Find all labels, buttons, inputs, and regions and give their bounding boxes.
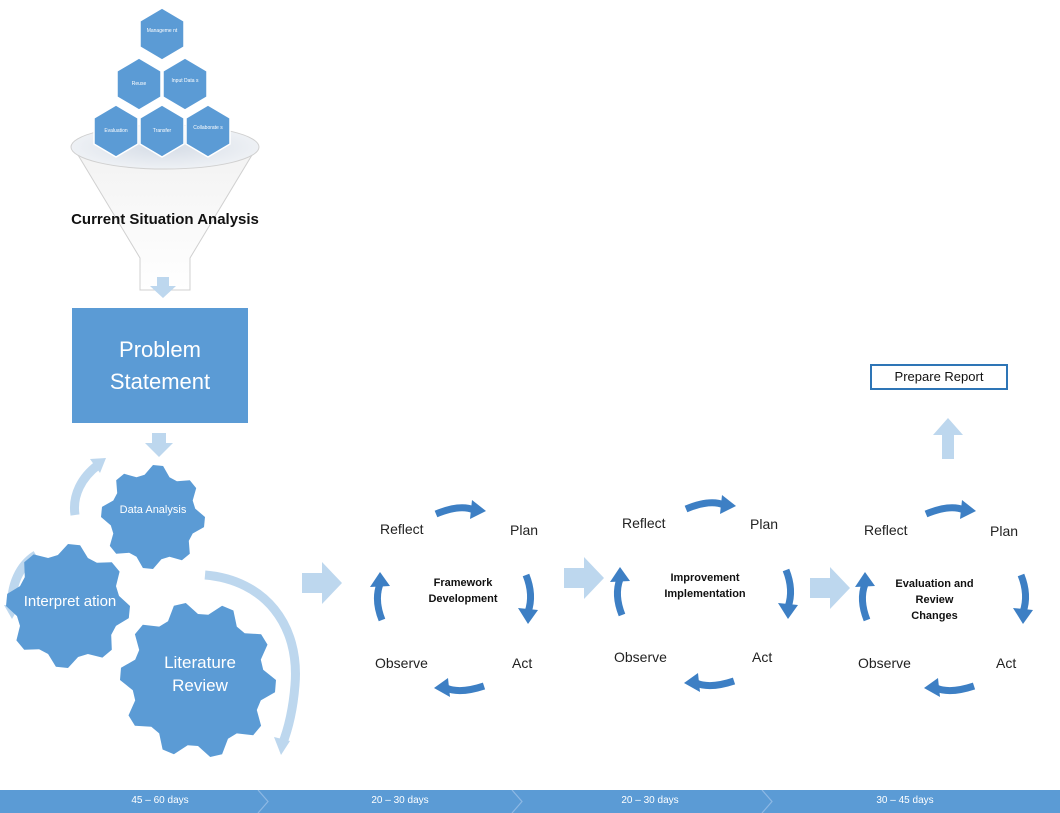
cycle-label-plan: Plan xyxy=(750,516,779,532)
cycle-arrow-head xyxy=(720,495,736,514)
cycle-center-label: Improvement Implementation xyxy=(664,572,746,600)
curved-arrow-head xyxy=(274,737,290,755)
cycle-label-act: Act xyxy=(996,655,1017,671)
timeline-segment-label: 45 – 60 days xyxy=(131,795,189,806)
hexagon-label: Input Data s xyxy=(171,78,199,84)
cycle-label-reflect: Reflect xyxy=(864,522,908,538)
timeline-segment-label: 20 – 30 days xyxy=(371,795,429,806)
hexagon xyxy=(93,104,139,158)
cycle-arrows xyxy=(610,495,798,692)
cycle-arrow-head xyxy=(470,500,486,519)
cycle-label-reflect: Reflect xyxy=(380,521,424,537)
down-arrow-icon xyxy=(145,433,173,457)
cycle-arrow xyxy=(694,677,736,690)
hexagon-cluster xyxy=(93,7,231,158)
hexagon xyxy=(116,57,162,111)
gears-graphic xyxy=(4,433,300,757)
cycle-arrow xyxy=(684,499,726,513)
cycle-label-reflect: Reflect xyxy=(622,515,666,531)
cycle-arrow xyxy=(613,577,626,617)
cycle-label-plan: Plan xyxy=(990,523,1019,539)
cycle-arrow-head xyxy=(924,678,940,697)
cycle-arrows xyxy=(855,500,1033,697)
cycle-center-label: Framework Development xyxy=(428,577,498,605)
hexagon xyxy=(139,104,185,158)
up-arrow-icon xyxy=(933,418,963,459)
timeline-segment-label: 30 – 45 days xyxy=(876,795,934,806)
cycle-arrow-head xyxy=(370,572,390,587)
cycle-arrow-head xyxy=(518,608,538,624)
cycle-center-label: Evaluation and Review Changes xyxy=(895,578,974,622)
gear-literature-review xyxy=(120,603,276,757)
gear-data-analysis xyxy=(101,465,205,569)
timeline-bar xyxy=(0,790,1060,813)
gear-shape xyxy=(120,603,276,757)
right-arrow-icon xyxy=(302,562,342,604)
funnel-title: Current Situation Analysis xyxy=(71,211,259,228)
hexagon-label: Evaluation xyxy=(104,128,128,134)
cycle-arrow xyxy=(434,504,476,518)
cycle-arrows xyxy=(370,500,538,697)
cycle-arrow xyxy=(522,573,535,614)
funnel-graphic xyxy=(70,7,260,298)
cycle-label-observe: Observe xyxy=(858,655,911,671)
cycle-arrow xyxy=(373,582,386,622)
cycle-arrow xyxy=(444,682,486,695)
gear-label-literature-review: Literature Review xyxy=(164,653,236,695)
gear-label-interpretation: Interpret ation xyxy=(23,593,117,610)
gear-interpretation xyxy=(6,544,130,668)
right-arrow-icon xyxy=(564,557,604,599)
curved-arrow xyxy=(204,570,300,747)
cycle-arrow xyxy=(1017,573,1030,614)
cycle-arrow-head xyxy=(778,603,798,619)
hexagon-label: Collaborate s xyxy=(193,125,223,131)
cycle-arrow-head xyxy=(610,567,630,582)
cycle-label-observe: Observe xyxy=(614,649,667,665)
curved-arrow xyxy=(69,461,101,516)
down-arrow-icon xyxy=(150,277,176,298)
gear-label-data-analysis: Data Analysis xyxy=(119,504,187,516)
cycle-arrow-head xyxy=(434,678,450,697)
cycle-arrow xyxy=(782,568,795,609)
gear-shape xyxy=(6,544,130,668)
cycle-arrow xyxy=(924,504,966,518)
cycle-label-act: Act xyxy=(752,649,773,665)
hexagon-label: Transfer xyxy=(152,128,172,134)
hexagon-label: Manageme nt xyxy=(146,28,178,34)
cycle-arrow xyxy=(934,682,976,695)
prepare-report-box: Prepare Report xyxy=(870,364,1008,390)
cycle-label-plan: Plan xyxy=(510,522,539,538)
curved-arrow-head xyxy=(90,458,106,473)
gear-shape xyxy=(101,465,205,569)
cycle-arrow xyxy=(858,582,871,622)
cycle-arrow-head xyxy=(684,673,700,692)
hexagon xyxy=(162,57,208,111)
right-arrow-icon xyxy=(810,567,850,609)
problem-statement-label: Problem Statement xyxy=(109,336,211,394)
hexagon xyxy=(139,7,185,61)
hexagon xyxy=(185,104,231,158)
hexagon-label: Reuse xyxy=(131,81,147,87)
cycle-arrow-head xyxy=(855,572,875,587)
cycle-label-act: Act xyxy=(512,655,533,671)
cycle-label-observe: Observe xyxy=(375,655,428,671)
cycle-arrow-head xyxy=(960,500,976,519)
problem-statement-box: Problem Statement xyxy=(72,308,248,423)
timeline-segment-label: 20 – 30 days xyxy=(621,795,679,806)
cycle-arrow-head xyxy=(1013,608,1033,624)
